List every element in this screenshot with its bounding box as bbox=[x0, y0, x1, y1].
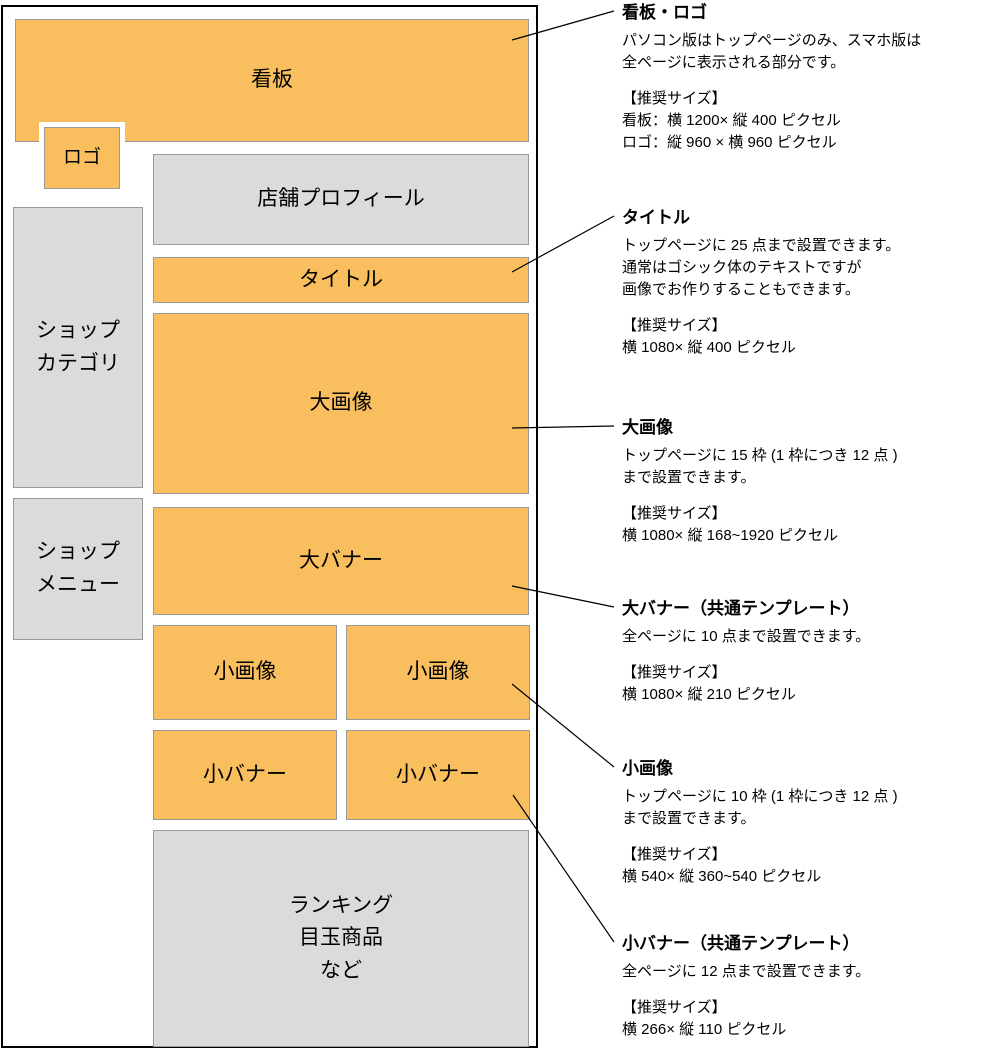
small-banner-right-label: 小バナー bbox=[396, 762, 480, 786]
small-image-right-label: 小画像 bbox=[406, 660, 470, 684]
page-wireframe: 看板 ロゴ 店舗プロフィール ショップ カテゴリ タイトル 大画像 ショップ メ… bbox=[1, 5, 538, 1048]
annotation-size-header: 【推奨サイズ】 bbox=[622, 90, 727, 107]
wireframe-small-banner-right: 小バナー bbox=[346, 730, 530, 820]
wireframe-ranking-area: ランキング 目玉商品 など bbox=[153, 830, 529, 1047]
large-image-label: 大画像 bbox=[309, 391, 373, 415]
annotation-sizes: 横 1080× 縦 210 ピクセル bbox=[622, 686, 796, 703]
wireframe-logo-frame: ロゴ bbox=[39, 122, 125, 194]
annotation-size-header: 【推奨サイズ】 bbox=[622, 317, 727, 334]
annotation-body: トップページに 10 枠 (1 枠につき 12 点 ) まで設置できます。 bbox=[622, 788, 898, 827]
wireframe-logo: ロゴ bbox=[44, 127, 120, 189]
annotation-sizes: 看板：横 1200× 縦 400 ピクセル ロゴ：縦 960 × 横 960 ピ… bbox=[622, 112, 841, 151]
annotation-sizes: 横 540× 縦 360~540 ピクセル bbox=[622, 868, 822, 885]
annotation-size-header: 【推奨サイズ】 bbox=[622, 505, 727, 522]
wireframe-large-banner: 大バナー bbox=[153, 507, 529, 615]
annotation-title-block: タイトル トップページに 25 点まで設置できます。 通常はゴシック体のテキスト… bbox=[622, 207, 978, 359]
annotation-large-banner: 大バナー（共通テンプレート） 全ページに 10 点まで設置できます。 【推奨サイ… bbox=[622, 598, 978, 706]
large-banner-label: 大バナー bbox=[299, 548, 383, 572]
annotation-size-header: 【推奨サイズ】 bbox=[622, 664, 727, 681]
annotation-sizes: 横 1080× 縦 168~1920 ピクセル bbox=[622, 527, 838, 544]
wireframe-shop-profile: 店舗プロフィール bbox=[153, 154, 529, 245]
annotation-body: パソコン版はトップページのみ、スマホ版は 全ページに表示される部分です。 bbox=[622, 32, 922, 71]
wireframe-large-image: 大画像 bbox=[153, 313, 529, 494]
wireframe-small-banner-left: 小バナー bbox=[153, 730, 337, 820]
wireframe-title: タイトル bbox=[153, 257, 529, 303]
annotation-size-header: 【推奨サイズ】 bbox=[622, 846, 727, 863]
annotation-banner-logo: 看板・ロゴ パソコン版はトップページのみ、スマホ版は 全ページに表示される部分で… bbox=[622, 2, 978, 154]
annotation-size-header: 【推奨サイズ】 bbox=[622, 999, 727, 1016]
annotation-body: トップページに 25 点まで設置できます。 通常はゴシック体のテキストですが 画… bbox=[622, 237, 901, 298]
wireframe-small-image-right: 小画像 bbox=[346, 625, 530, 720]
annotation-title: タイトル bbox=[622, 208, 690, 227]
shop-category-label: ショップ カテゴリ bbox=[36, 318, 120, 375]
annotation-large-image: 大画像 トップページに 15 枠 (1 枠につき 12 点 ) まで設置できます… bbox=[622, 417, 978, 547]
annotation-title: 大画像 bbox=[622, 418, 673, 437]
ranking-area-label: ランキング 目玉商品 など bbox=[288, 893, 394, 982]
banner-label: 看板 bbox=[251, 68, 293, 92]
wireframe-shop-menu: ショップ メニュー bbox=[13, 498, 143, 640]
annotation-body: 全ページに 12 点まで設置できます。 bbox=[622, 963, 871, 980]
shop-menu-label: ショップ メニュー bbox=[36, 540, 120, 596]
annotation-small-banner: 小バナー（共通テンプレート） 全ページに 12 点まで設置できます。 【推奨サイ… bbox=[622, 933, 978, 1041]
shop-profile-label: 店舗プロフィール bbox=[257, 187, 425, 211]
annotation-sizes: 横 1080× 縦 400 ピクセル bbox=[622, 339, 796, 356]
small-banner-left-label: 小バナー bbox=[203, 762, 287, 786]
logo-label: ロゴ bbox=[62, 147, 101, 169]
annotation-sizes: 横 266× 縦 110 ピクセル bbox=[622, 1021, 787, 1038]
annotation-title: 小画像 bbox=[622, 759, 673, 778]
annotation-small-image: 小画像 トップページに 10 枠 (1 枠につき 12 点 ) まで設置できます… bbox=[622, 758, 978, 888]
title-label: タイトル bbox=[299, 267, 383, 291]
annotation-title: 小バナー（共通テンプレート） bbox=[622, 934, 860, 953]
annotation-title: 大バナー（共通テンプレート） bbox=[622, 599, 860, 618]
wireframe-shop-category: ショップ カテゴリ bbox=[13, 207, 143, 488]
small-image-left-label: 小画像 bbox=[213, 660, 277, 684]
wireframe-banner: 看板 bbox=[15, 19, 529, 142]
annotation-body: トップページに 15 枠 (1 枠につき 12 点 ) まで設置できます。 bbox=[622, 447, 898, 486]
annotation-body: 全ページに 10 点まで設置できます。 bbox=[622, 628, 871, 645]
annotation-title: 看板・ロゴ bbox=[622, 3, 707, 22]
wireframe-small-image-left: 小画像 bbox=[153, 625, 337, 720]
